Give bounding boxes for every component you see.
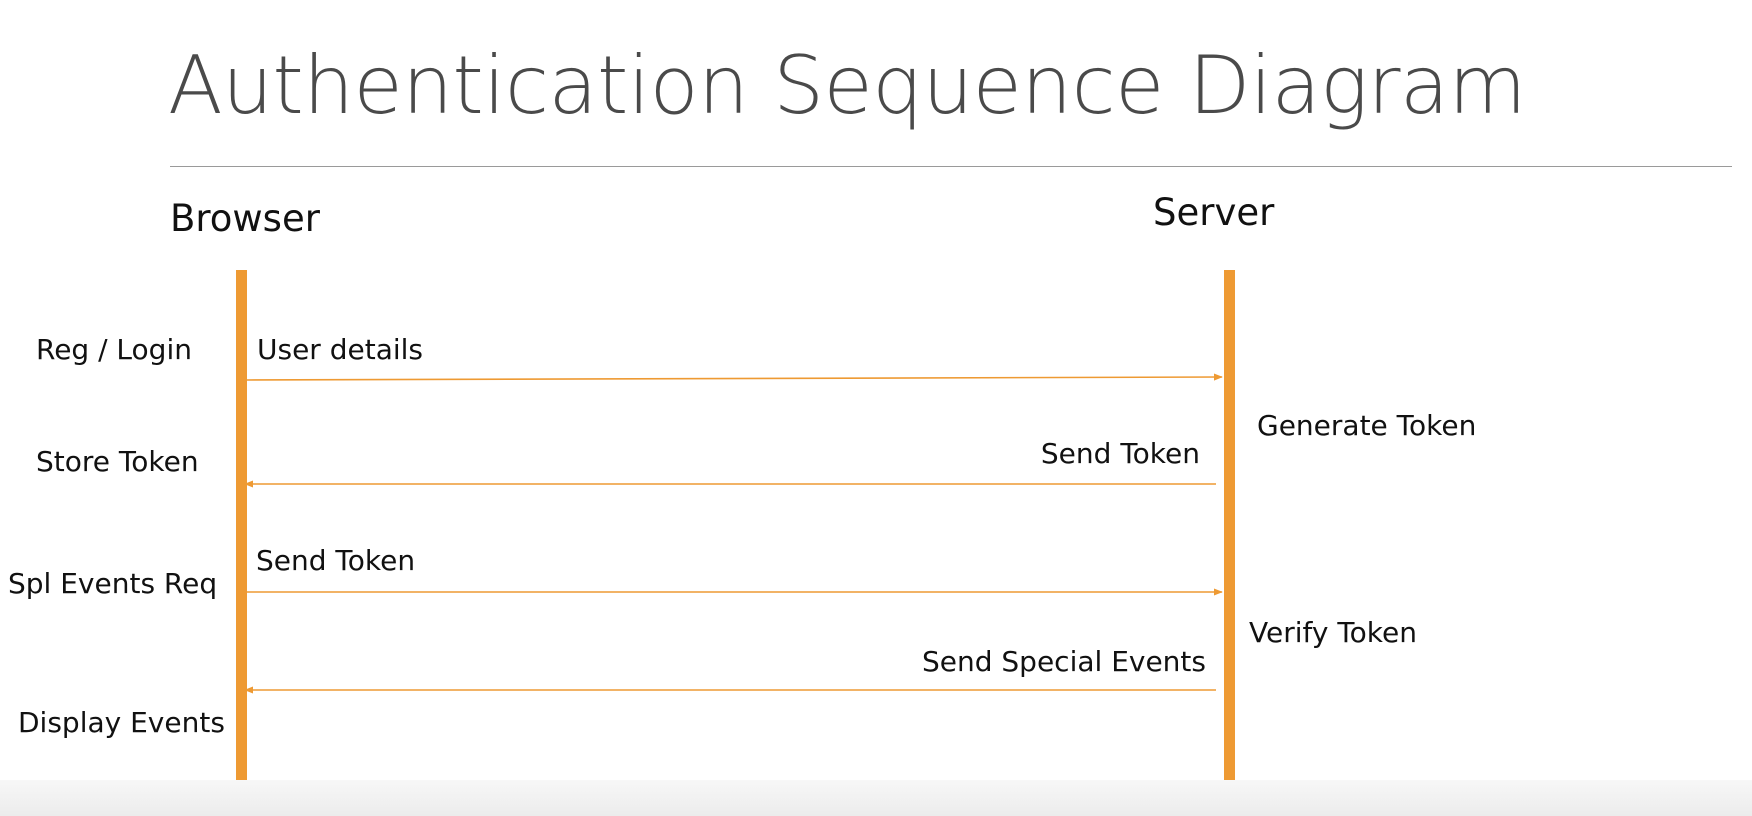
- label-generate-token: Generate Token: [1257, 409, 1477, 442]
- footer-band: [0, 780, 1752, 816]
- message-label-send-token-request: Send Token: [256, 544, 416, 577]
- actor-server: Server: [1153, 191, 1275, 234]
- message-label-send-special-events: Send Special Events: [921, 645, 1206, 678]
- diagram-title: Authentication Sequence Diagram: [168, 39, 1526, 132]
- browser-lifeline: [236, 270, 247, 780]
- label-display-events: Display Events: [18, 706, 225, 739]
- arrow-user-details: [246, 373, 1223, 381]
- actor-browser: Browser: [170, 197, 320, 240]
- label-store-token: Store Token: [36, 445, 199, 478]
- label-verify-token: Verify Token: [1249, 616, 1417, 649]
- label-reg-login: Reg / Login: [36, 333, 192, 366]
- label-spl-events-req: Spl Events Req: [8, 567, 218, 600]
- title-divider: [170, 166, 1732, 167]
- message-label-user-details: User details: [257, 333, 424, 366]
- server-lifeline: [1224, 270, 1235, 780]
- message-label-send-token-response: Send Token: [1040, 437, 1200, 470]
